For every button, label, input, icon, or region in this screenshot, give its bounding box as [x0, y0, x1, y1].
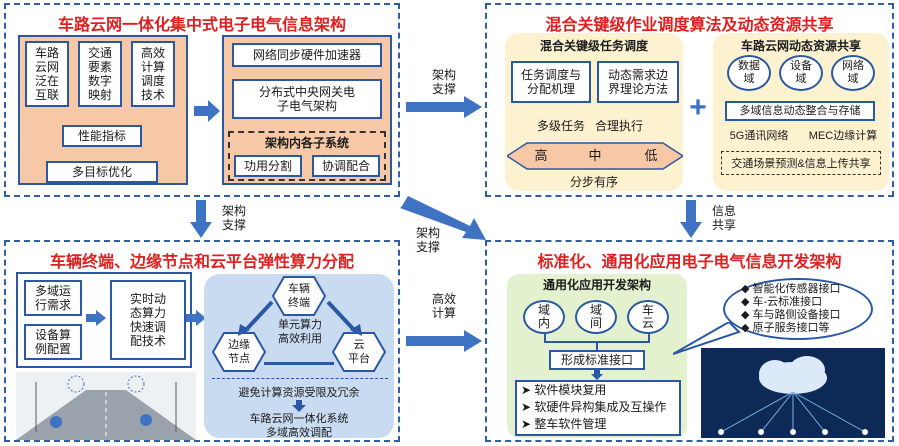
- panel-centralized-architecture: 车路云网一体化集中式电子电气信息架构 车路 云网 泛在 互联 交通 要素 数字 …: [4, 3, 400, 197]
- connector-left-label: 架构 支撑: [221, 204, 246, 232]
- subsystems-frame: [228, 131, 386, 181]
- device-domain: 设备 域: [779, 55, 823, 91]
- device-config-box: 设备算 例配置: [24, 324, 82, 360]
- prediction-label: 交通场景预测&信息上传共享: [731, 158, 871, 170]
- arrow-right-icon: [194, 100, 220, 122]
- dash-divider: [212, 378, 388, 379]
- bullet-heterogeneous: ➤ 软硬件异构集成及互操作: [521, 400, 667, 414]
- dev-title: 通用化应用开发架构: [542, 278, 651, 292]
- resource-sharing-title: 车路云网动态资源共享: [740, 39, 861, 53]
- mec-label: MEC边缘计算: [808, 130, 878, 142]
- 5g-network-label: 5G通讯网络: [729, 130, 789, 142]
- coordination-box: 协调配合: [312, 155, 380, 177]
- task-allocation-box: 任务调度与 分配机理: [511, 61, 591, 103]
- callout-text: 智能化传感器接口: [752, 283, 841, 295]
- arrow-right-icon: [186, 310, 206, 326]
- level-low: 低: [644, 148, 658, 163]
- hex-cloud: [332, 332, 386, 372]
- cloud-label: 云 平台: [348, 339, 370, 365]
- compute-scheduling-box: 高效 计算 调度 技术: [131, 41, 175, 107]
- level-high: 高: [534, 148, 548, 163]
- panel-title: 车辆终端、边缘节点和云平台弹性算力分配: [49, 254, 354, 271]
- interface-callout: [723, 278, 873, 340]
- road-scene-image: [16, 372, 196, 440]
- priority-strip: [507, 142, 683, 170]
- arrow-down-icon: [591, 370, 603, 380]
- integration-box: 多域信息动态整合与存储: [725, 101, 875, 121]
- panel-elastic-compute: 车辆终端、边缘节点和云平台弹性算力分配 多域运 行需求 设备算 例配置 实时动 …: [4, 240, 400, 442]
- standard-interface-box: 形成标准接口: [549, 350, 645, 370]
- plus-icon: +: [689, 91, 707, 124]
- hex-edge: [212, 332, 266, 372]
- prediction-frame: [721, 151, 881, 175]
- merge-bracket: [544, 334, 650, 350]
- terminal-label: 车辆 终端: [288, 283, 310, 309]
- multi-level-label: 多级任务: [536, 119, 585, 133]
- bullet-text: 整车软件管理: [534, 417, 607, 431]
- bullet-reuse: ➤ 软件模块复用: [521, 383, 607, 397]
- panel-mixed-criticality: 混合关键级作业调度算法及动态资源共享 混合关键级任务调度 任务调度与 分配机理 …: [485, 3, 894, 197]
- panel-title: 标准化、通用化应用电子电气信息开发架构: [537, 254, 842, 271]
- ubiquitous-interconnect-box: 车路 云网 泛在 互联: [25, 41, 69, 107]
- arrow-down-icon: [190, 200, 212, 238]
- arrow-right-icon: [406, 330, 482, 352]
- execute-label: 合理执行: [594, 119, 643, 133]
- gateway-architecture-box: 分布式中央网关电 子电气架构: [232, 79, 382, 119]
- bullet-frame: [515, 380, 681, 436]
- callout-tail: [673, 322, 741, 355]
- arrow-diagonal-icon: [400, 196, 486, 240]
- performance-box: 性能指标: [62, 125, 142, 147]
- callout-text: 车-云标准接口: [752, 296, 823, 308]
- connector-bottom-label: 高效 计算: [431, 292, 456, 320]
- intra-domain: 域 内: [523, 300, 565, 334]
- system-label: 车路云网一体化系统 多域高效调配: [249, 413, 349, 439]
- cloud-network-image: [701, 348, 885, 438]
- arrow-down-icon: [292, 400, 306, 412]
- callout-text: 车与路侧设备接口: [752, 309, 841, 321]
- callout-item-vehicle-cloud: ◆ 车-云标准接口: [741, 296, 823, 308]
- vehicle-cloud: 车 云: [627, 300, 669, 334]
- connector-diag-label: 架构 支撑: [415, 226, 440, 254]
- level-mid: 中: [588, 148, 602, 163]
- bullet-vehicle-software: ➤ 整车软件管理: [521, 417, 607, 431]
- panel-title: 车路云网一体化集中式电子电气信息架构: [57, 17, 346, 34]
- dynamic-demand-box: 动态需求边 界理论方法: [597, 61, 679, 103]
- callout-item-roadside: ◆ 车与路侧设备接口: [741, 309, 841, 321]
- unit-compute-label: 单元算力 高效利用: [278, 319, 322, 345]
- connector-top-label: 架构 支撑: [431, 68, 456, 96]
- callout-item-sensor: ◆ 智能化传感器接口: [741, 283, 841, 295]
- edge-label: 边缘 节点: [228, 339, 250, 365]
- connector-right-label: 信息 共享: [711, 204, 736, 232]
- arrow-right-icon: [406, 96, 482, 118]
- bullet-text: 软件模块复用: [534, 383, 607, 397]
- panel-standardized-dev: 标准化、通用化应用电子电气信息开发架构 通用化应用开发架构 域 内 域 间 车 …: [485, 240, 894, 442]
- function-split-box: 功用分割: [234, 155, 302, 177]
- network-domain: 网络 域: [831, 55, 875, 91]
- hex-terminal: [272, 276, 326, 316]
- data-domain: 数据 域: [727, 55, 771, 91]
- callout-text: 原子服务接口等: [752, 322, 830, 334]
- callout-item-atomic: ◆ 原子服务接口等: [741, 322, 830, 334]
- avoid-label: 避免计算资源受限及冗余: [238, 387, 360, 399]
- realtime-tech-box: 实时动 态算力 快速调 配技术: [110, 280, 186, 360]
- optimization-box: 多目标优化: [46, 161, 158, 183]
- cycle-arrows: [238, 300, 362, 336]
- subsystems-title: 架构内各子系统: [264, 136, 349, 150]
- bottom-link-line: [264, 362, 334, 365]
- multi-domain-req-box: 多域运 行需求: [24, 280, 82, 316]
- scheduling-title: 混合关键级任务调度: [539, 39, 648, 53]
- arrow-right-icon: [86, 310, 106, 326]
- arrow-down-icon: [680, 200, 702, 238]
- panel-title: 混合关键级作业调度算法及动态资源共享: [545, 17, 834, 34]
- bullet-text: 软硬件异构集成及互操作: [534, 400, 667, 414]
- inter-domain: 域 间: [575, 300, 617, 334]
- digital-mapping-box: 交通 要素 数字 映射: [78, 41, 122, 107]
- hw-accelerator-box: 网络同步硬件加速器: [232, 43, 382, 67]
- step-order-label: 分步有序: [569, 175, 618, 189]
